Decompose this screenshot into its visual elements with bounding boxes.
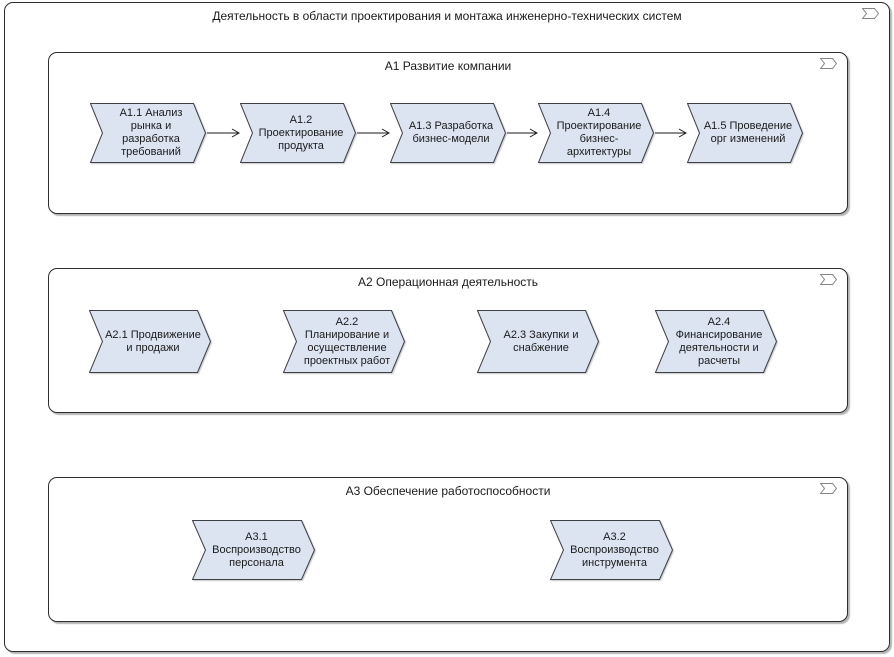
chevron-shape [90, 103, 206, 163]
process-block-label: А2.4 Финансирование деятельности и расче… [675, 315, 763, 367]
process-block-label: А3.2 Воспроизводство инструмента [570, 530, 659, 569]
group-title-a1: А1 Развитие компании [384, 59, 512, 73]
chevron-shape [550, 520, 673, 580]
process-block-a3-2[interactable]: А3.2 Воспроизводство инструмента [550, 520, 673, 580]
group-title-a3: А3 Обеспечение работоспособности [345, 484, 551, 498]
chevron-shape [655, 310, 777, 373]
process-block-label: А2.3 Закупки и снабжение [503, 328, 579, 354]
chevron-shape [687, 103, 803, 163]
group-frame-a3[interactable]: А3 Обеспечение работоспособности [48, 477, 848, 622]
group-title-a2: А2 Операционная деятельность [358, 275, 538, 289]
process-block-a1-4[interactable]: А1.4 Проектирование бизнес-архитектуры [538, 103, 654, 163]
process-block-a3-1[interactable]: А3.1 Воспроизводство персонала [192, 520, 315, 580]
process-block-a2-4[interactable]: А2.4 Финансирование деятельности и расче… [655, 310, 777, 373]
process-block-a2-2[interactable]: А2.2 Планирование и осуществление проект… [283, 310, 405, 373]
process-block-label: А1.3 Разработка бизнес-модели [408, 120, 494, 145]
process-block-label: А1.2 Проектирование продукта [258, 113, 344, 152]
process-block-label: А1.5 Проведение орг изменений [703, 120, 793, 145]
subprocess-chevron-icon [820, 274, 837, 285]
chevron-shape [538, 103, 654, 163]
subprocess-chevron-icon [862, 8, 879, 19]
subprocess-chevron-icon [820, 483, 837, 494]
chevron-shape [390, 103, 506, 163]
chevron-shape [89, 310, 211, 373]
chevron-shape [192, 520, 315, 580]
process-block-label: А3.1 Воспроизводство персонала [212, 530, 301, 569]
process-block-a1-2[interactable]: А1.2 Проектирование продукта [240, 103, 356, 163]
process-block-label: А1.1 Анализ рынка и разработка требовани… [119, 107, 183, 158]
diagram-title: Деятельность в области проектирования и … [212, 9, 682, 23]
chevron-shape [283, 310, 405, 373]
process-block-a1-5[interactable]: А1.5 Проведение орг изменений [687, 103, 803, 163]
subprocess-chevron-icon [820, 58, 837, 69]
chevron-shape [477, 310, 599, 373]
process-block-a2-3[interactable]: А2.3 Закупки и снабжение [477, 310, 599, 373]
process-block-a2-1[interactable]: А2.1 Продвижение и продажи [89, 310, 211, 373]
process-block-label: А2.1 Продвижение и продажи [105, 328, 201, 354]
process-block-a1-3[interactable]: А1.3 Разработка бизнес-модели [390, 103, 506, 163]
process-block-a1-1[interactable]: А1.1 Анализ рынка и разработка требовани… [90, 103, 206, 163]
chevron-shape [240, 103, 356, 163]
process-block-label: А1.4 Проектирование бизнес-архитектуры [556, 107, 642, 158]
process-block-label: А2.2 Планирование и осуществление проект… [303, 315, 391, 367]
